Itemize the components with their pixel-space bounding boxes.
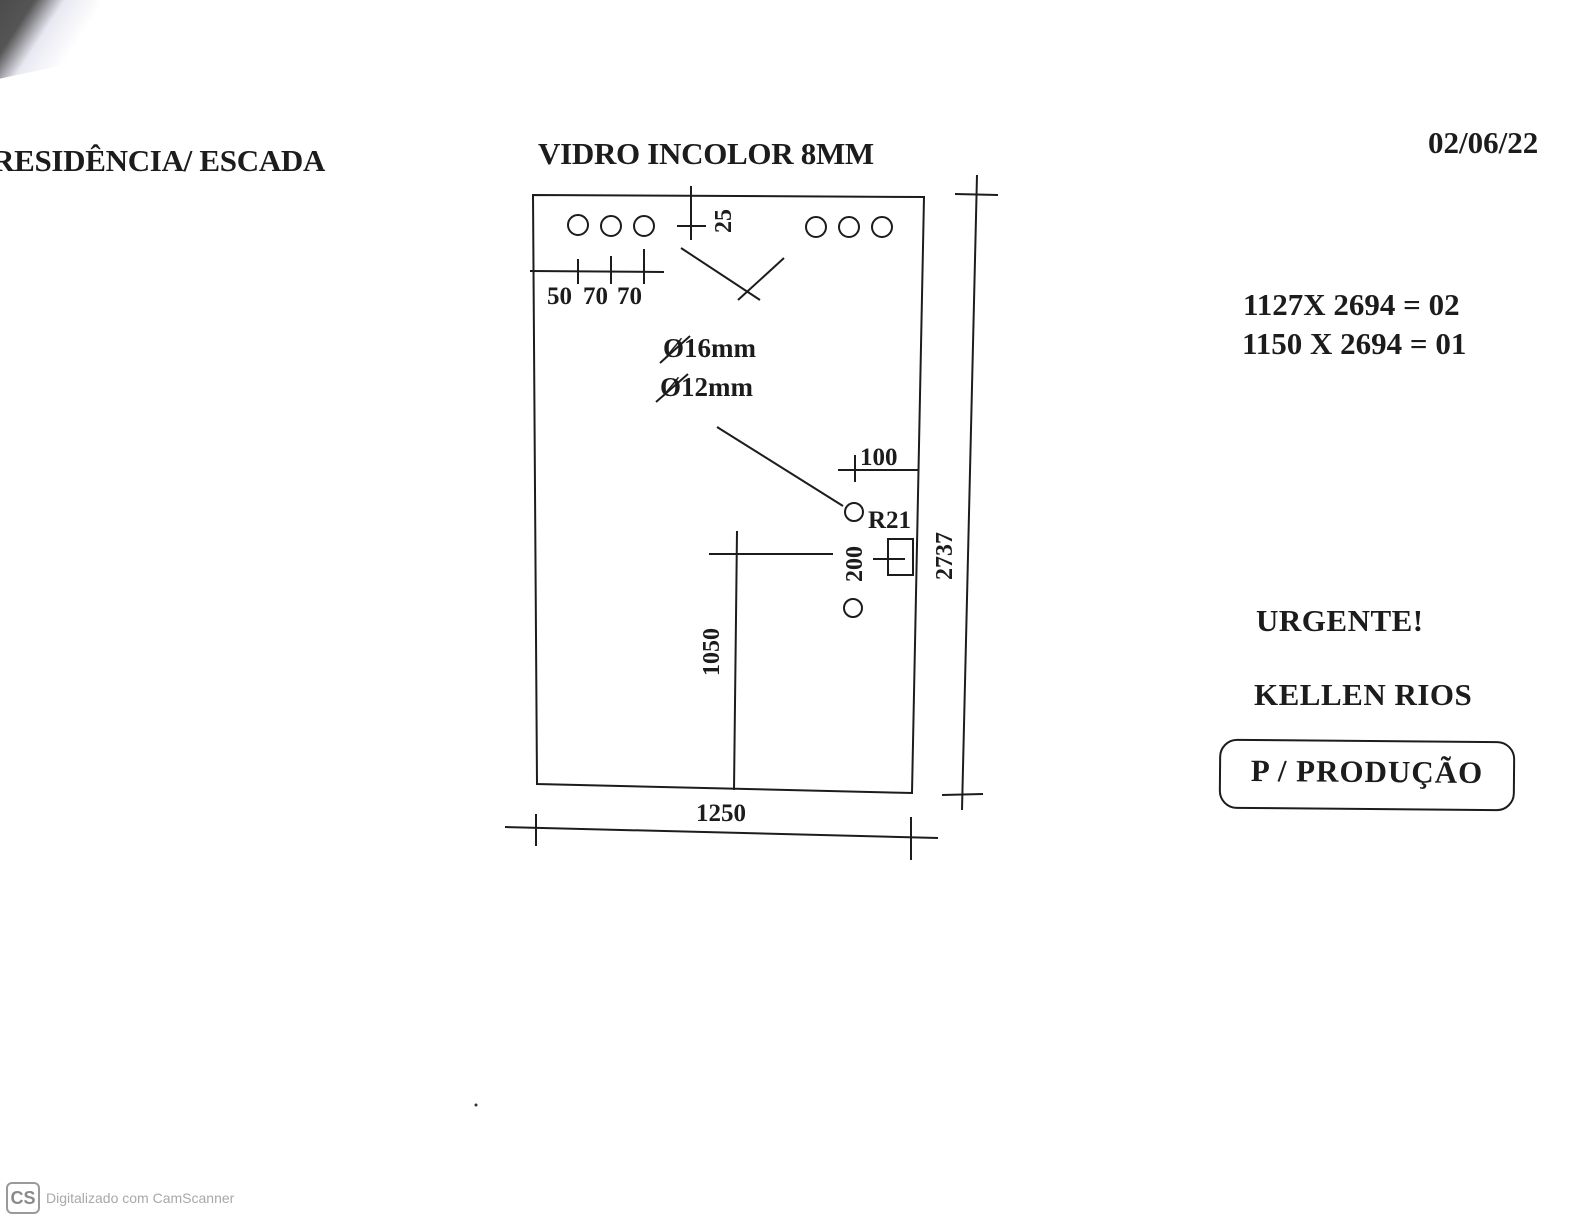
document-date: 02/06/22	[1428, 125, 1539, 160]
dim-2737-label: 2737	[932, 532, 958, 580]
dim-200-label: 200	[842, 546, 868, 582]
leader-line-3	[716, 426, 844, 507]
dim-1050-label: 1050	[699, 628, 725, 676]
hole-right-upper	[844, 502, 864, 522]
hole-top-left-2	[600, 215, 622, 237]
hole-top-right-1	[805, 216, 827, 238]
dim-2737-vertical	[961, 174, 978, 811]
hole-12mm-label: Ø12mm	[660, 372, 753, 402]
hole-top-left-3	[633, 215, 655, 237]
dim-50-label: 50	[547, 283, 572, 310]
dim-1250-horizontal	[504, 826, 939, 839]
client-name: KELLEN RIOS	[1254, 677, 1473, 712]
hole-right-lower	[843, 598, 863, 618]
hole-16mm-label: Ø16mm	[663, 333, 756, 363]
leader-line-2	[737, 257, 785, 301]
notch-rectangle	[887, 538, 914, 576]
camscanner-text: Digitalizado com CamScanner	[46, 1190, 235, 1206]
diameter-slash-12	[655, 373, 689, 403]
size-quantity-line-1: 1127X 2694 = 02	[1243, 287, 1460, 322]
production-stamp-box: P / PRODUÇÃO	[1218, 738, 1516, 812]
hole-top-left-1	[567, 214, 589, 236]
project-label: RESIDÊNCIA/ ESCADA	[0, 143, 326, 178]
production-label: P / PRODUÇÃO	[1250, 752, 1484, 791]
hole-top-right-2	[838, 216, 860, 238]
dim-70a-label: 70	[583, 283, 608, 310]
urgent-note: URGENTE!	[1256, 603, 1424, 638]
dim-1050-vertical	[733, 530, 738, 791]
dim-2737-top-tick	[954, 193, 999, 196]
diameter-slash-16	[659, 335, 691, 364]
size-quantity-line-2: 1150 X 2694 = 01	[1242, 326, 1467, 361]
dim-1250-label: 1250	[696, 800, 746, 827]
glass-panel-outline	[531, 193, 926, 795]
leader-line-1	[680, 247, 761, 301]
glass-spec-title: VIDRO INCOLOR 8MM	[538, 136, 874, 171]
radius-label: R21	[868, 507, 911, 534]
camscanner-watermark: CS Digitalizado com CamScanner	[6, 1180, 234, 1216]
dim-70b-label: 70	[617, 283, 642, 310]
dim-100-label: 100	[860, 444, 898, 471]
scan-speck	[474, 1103, 478, 1107]
dim-hole-spacing-line	[529, 270, 665, 273]
hole-top-right-3	[871, 216, 893, 238]
dim-2737-bottom-tick	[941, 793, 984, 796]
camscanner-logo-icon: CS	[6, 1182, 40, 1214]
dim-25-label: 25	[711, 209, 737, 233]
